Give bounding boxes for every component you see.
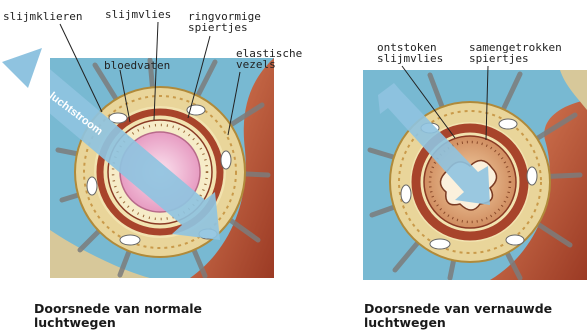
label-ringvormige-spiertjes: ringvormige spiertjes — [188, 11, 261, 33]
label-bloedvaten: bloedvaten — [104, 60, 170, 71]
label-samengetrokken-spiertjes: samengetrokken spiertjes — [469, 42, 562, 64]
label-ontstoken-slijmvlies: ontstoken slijmvlies — [377, 42, 443, 64]
label-slijmvlies: slijmvlies — [105, 9, 171, 20]
narrowed-airway-cross-section — [363, 70, 587, 280]
caption-normal-airways: Doorsnede van normale luchtwegen — [34, 302, 202, 330]
label-slijmklieren: slijmklieren — [3, 11, 82, 22]
airflow-arrow-head — [2, 48, 42, 88]
label-elastische-vezels: elastische vezels — [236, 48, 302, 70]
caption-narrowed-airways: Doorsnede van vernauwde luchtwegen — [364, 302, 552, 330]
